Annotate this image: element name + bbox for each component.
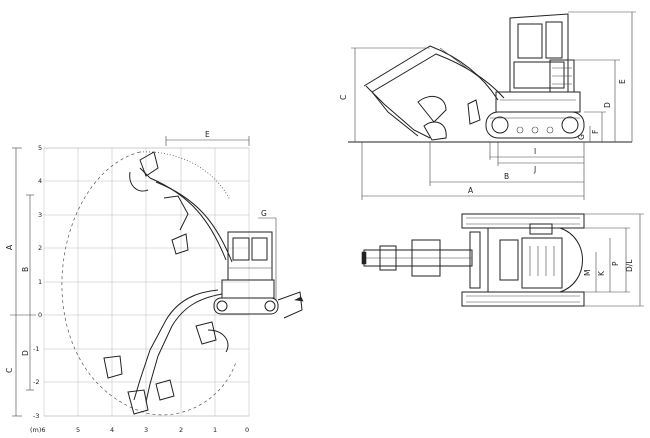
side-track	[485, 111, 585, 139]
reach-envelope	[61, 151, 237, 416]
x-tick-6: (m)6	[30, 426, 46, 434]
y-tick-5: 5	[38, 144, 42, 152]
top-view-diagram: D/L P K M	[361, 213, 644, 307]
side-upper-body	[495, 91, 581, 113]
top-track-lower	[461, 291, 585, 307]
x-tick-4: 4	[110, 426, 114, 434]
top-upper-structure	[487, 227, 583, 293]
y-tick-m2: -2	[33, 378, 39, 386]
x-tick-2: 2	[179, 426, 183, 434]
y-tick-2: 2	[38, 244, 42, 252]
x-tick-5: 5	[76, 426, 80, 434]
range-grid	[43, 147, 250, 417]
side-label-e: E	[618, 79, 627, 84]
side-blade	[467, 99, 481, 125]
side-view-diagram: E D F G C I J B A	[339, 11, 636, 200]
y-tick-m1: -1	[33, 345, 39, 353]
range-excavator	[213, 231, 304, 319]
y-tick-m3: -3	[33, 412, 39, 420]
working-range-diagram: 5 4 3 2 1 0 -1 -2 -3 (m)6 5 4 3 2 1 0 A …	[5, 130, 304, 434]
top-cab	[521, 237, 563, 289]
x-tick-0: 0	[245, 426, 249, 434]
range-label-d: D	[21, 350, 30, 356]
range-label-g: G	[261, 209, 267, 218]
y-tick-0: 0	[38, 311, 42, 319]
y-tick-1: 1	[38, 278, 42, 286]
side-label-j: J	[533, 165, 536, 174]
x-tick-3: 3	[144, 426, 148, 434]
side-label-b: B	[504, 172, 509, 181]
range-label-a: A	[5, 244, 14, 250]
range-label-e: E	[205, 130, 210, 139]
top-label-dl: D/L	[625, 259, 634, 272]
x-tick-1: 1	[213, 426, 217, 434]
range-label-c: C	[5, 368, 14, 373]
side-label-g: G	[577, 134, 586, 140]
top-label-m: M	[583, 270, 592, 276]
side-cab	[509, 13, 569, 93]
side-label-a: A	[468, 186, 474, 195]
top-label-k: K	[597, 270, 606, 276]
side-bucket	[417, 95, 447, 123]
side-label-f: F	[591, 130, 600, 134]
side-boom	[363, 45, 499, 101]
side-label-c: C	[339, 95, 348, 100]
side-label-d: D	[603, 102, 612, 108]
range-label-b: B	[21, 267, 30, 272]
top-label-p: P	[611, 261, 620, 266]
range-boom-poses	[103, 151, 233, 415]
y-tick-3: 3	[38, 211, 42, 219]
side-label-i: I	[534, 147, 536, 156]
y-tick-4: 4	[38, 177, 42, 185]
top-track-upper	[461, 213, 585, 229]
